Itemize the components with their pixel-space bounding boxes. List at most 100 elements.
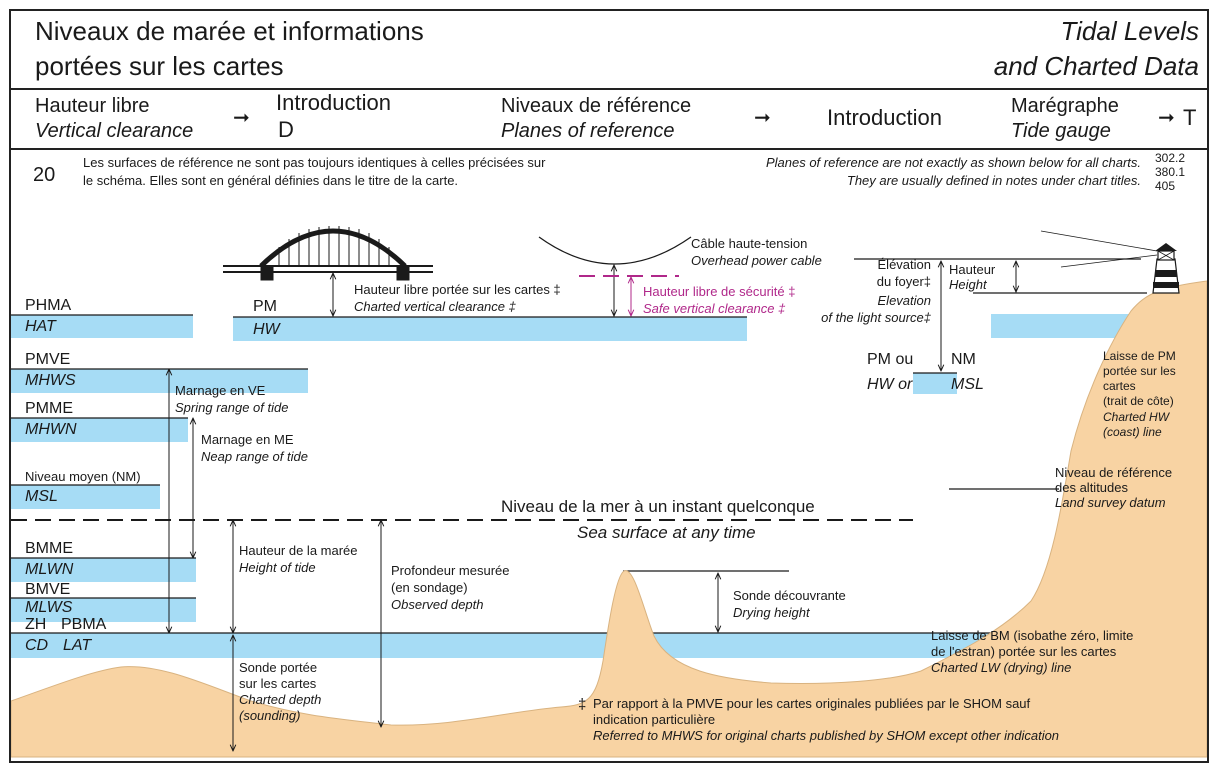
water-band-mhwn (11, 418, 188, 442)
label-light-elevation-fr: du foyer‡ (876, 274, 931, 289)
label-neap-range-en: Neap range of tide (201, 449, 308, 464)
label-drying-height-fr: Sonde découvrante (733, 588, 846, 603)
label-light-msl: MSL (951, 376, 984, 393)
xref-planes-fr: Niveaux de référence (501, 95, 692, 117)
water-band-msl (11, 485, 160, 509)
label-charted-depth-fr: Sonde portée (239, 660, 318, 675)
label-light-elevation-fr: Élévation (877, 257, 931, 272)
label-pmve: PMVE (25, 351, 71, 368)
lighthouse-icon (1040, 230, 1180, 294)
diagram-frame: Niveaux de marée et informations portées… (9, 9, 1209, 763)
footnote-fr: indication particulière (593, 712, 716, 727)
note-fr-line2: le schéma. Elles sont en général définie… (83, 173, 459, 188)
xref-arrow-icon: ➞ (233, 107, 250, 129)
label-land-datum-fr: Niveau de référence (1055, 465, 1173, 480)
xref-section-t-link[interactable]: T (1183, 105, 1197, 130)
xref-arrow-icon: ➞ (1158, 107, 1175, 129)
xref-vertical-clearance-en: Vertical clearance (35, 120, 194, 142)
note-ref-number: 405 (1155, 179, 1176, 193)
xref-arrow-icon: ➞ (754, 107, 771, 129)
label-light-height-fr: Hauteur (949, 262, 996, 277)
label-observed-depth-fr: Profondeur mesurée (391, 563, 510, 578)
water-band-mlwn (11, 558, 196, 582)
note-en-line2: They are usually defined in notes under … (846, 173, 1141, 188)
label-charted-clearance-en: Charted vertical clearance ‡ (354, 299, 516, 314)
water-band-cd (11, 633, 1011, 658)
label-coast-en: (coast) line (1103, 425, 1162, 439)
label-pbma: PBMA (61, 616, 107, 633)
title-fr-line1: Niveaux de marée et informations (35, 16, 424, 46)
label-msl: MSL (25, 488, 58, 505)
label-land-datum-fr: des altitudes (1055, 480, 1128, 495)
note-fr-line1: Les surfaces de référence ne sont pas to… (83, 155, 546, 170)
label-lw-line-en: Charted LW (drying) line (931, 660, 1072, 675)
title-fr-line2: portées sur les cartes (35, 51, 284, 81)
note-en-line1: Planes of reference are not exactly as s… (765, 155, 1141, 170)
water-band-mlws (11, 598, 196, 622)
footnote-fr: Par rapport à la PMVE pour les cartes or… (593, 696, 1031, 711)
note-ref-number: 302.2 (1155, 151, 1186, 165)
label-lw-line-fr: Laisse de BM (isobathe zéro, limite (931, 628, 1134, 643)
label-height-of-tide-en: Height of tide (239, 560, 316, 575)
label-observed-depth-fr: (en sondage) (391, 580, 468, 595)
xref-tide-gauge-en: Tide gauge (1011, 120, 1111, 142)
label-coast-fr: Laisse de PM (1103, 349, 1176, 363)
xref-vertical-clearance-fr: Hauteur libre (35, 95, 150, 117)
label-lw-line-fr: de l'estran) portée sur les cartes (931, 644, 1117, 659)
title-en-line1: Tidal Levels (1060, 16, 1199, 46)
label-charted-clearance-fr: Hauteur libre portée sur les cartes ‡ (354, 282, 561, 297)
label-cable-en: Overhead power cable (691, 253, 822, 268)
note-ref-number: 380.1 (1155, 165, 1186, 179)
xref-introduction-link[interactable]: Introduction (276, 90, 391, 115)
label-light-elevation-en: Elevation (877, 293, 931, 308)
xref-tide-gauge-fr: Marégraphe (1011, 95, 1119, 117)
label-bmve: BMVE (25, 581, 71, 598)
label-charted-depth-en: Charted depth (239, 692, 322, 707)
label-hw-or: HW or (867, 376, 913, 393)
tidal-levels-diagram (11, 226, 1207, 758)
label-lat: LAT (63, 637, 92, 654)
xref-divider (11, 148, 1207, 150)
xref-section-d-link[interactable]: D (278, 117, 294, 142)
bridge (223, 226, 433, 281)
water-band-hw-light (991, 314, 1141, 338)
xref-planes-en: Planes of reference (501, 120, 675, 142)
land-mass (11, 280, 1207, 758)
label-hw: HW (253, 321, 280, 338)
label-safe-clearance-en: Safe vertical clearance ‡ (643, 301, 786, 316)
footnote-en: Referred to MHWS for original charts pub… (593, 728, 1060, 743)
range-arrows (169, 261, 1016, 751)
label-pm: PM (253, 298, 277, 315)
label-pmme: PMME (25, 400, 73, 417)
label-spring-range-fr: Marnage en VE (175, 383, 266, 398)
label-coast-fr: cartes (1103, 379, 1136, 393)
label-neap-range-fr: Marnage en ME (201, 432, 294, 447)
label-observed-depth-en: Observed depth (391, 597, 484, 612)
label-hat: HAT (25, 318, 56, 335)
label-coast-fr: portée sur les (1103, 364, 1176, 378)
water-band-hw (233, 317, 747, 341)
water-bands (11, 314, 1141, 658)
label-mhws: MHWS (25, 372, 76, 389)
note-number: 20 (33, 164, 56, 186)
label-sea-surface-fr: Niveau de la mer à un instant quelconque (501, 497, 815, 516)
label-coast-en: Charted HW (1103, 410, 1170, 424)
label-light-elevation-en: of the light source‡ (821, 310, 931, 325)
label-zh: ZH (25, 616, 47, 633)
label-height-of-tide-fr: Hauteur de la marée (239, 543, 358, 558)
water-band-hat (11, 315, 193, 338)
level-lines (11, 258, 1147, 634)
xref-introduction-link[interactable]: Introduction (827, 105, 942, 130)
label-cable-fr: Câble haute-tension (691, 236, 808, 251)
label-charted-depth-en: (sounding) (239, 708, 301, 723)
label-cd: CD (25, 637, 49, 654)
header-divider (11, 88, 1207, 90)
label-spring-range-en: Spring range of tide (175, 400, 289, 415)
label-mlwn: MLWN (25, 561, 74, 578)
label-nm: Niveau moyen (NM) (25, 469, 141, 484)
water-band-mhws (11, 369, 308, 393)
footnote-mark: ‡ (578, 696, 587, 713)
label-mlws: MLWS (25, 599, 73, 616)
label-light-nm: NM (951, 351, 976, 368)
label-bmme: BMME (25, 540, 73, 557)
